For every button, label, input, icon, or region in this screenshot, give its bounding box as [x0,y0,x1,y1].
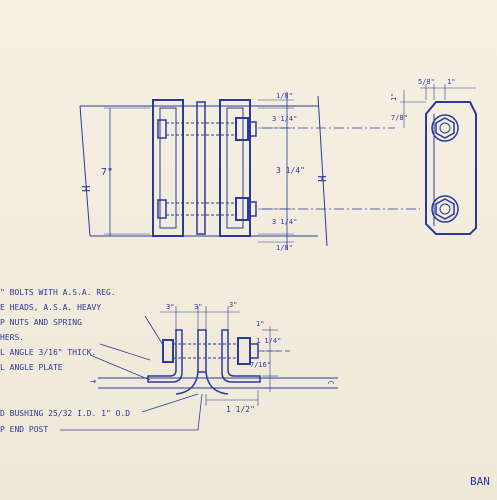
side-dim-left-1: 1" [390,93,398,101]
dim-top-small: 1/8" [276,92,293,100]
section-end-post [197,329,207,373]
note-line-1: " BOLTS WITH A.S.A. REG. [0,288,116,297]
left-plate-inner [159,107,177,229]
dim-seg-c: 3 1/4" [272,218,297,226]
section-bolt-end [249,343,259,359]
dim-seg-b: 3 1/4" [276,166,305,175]
upper-bolt-end [247,121,257,137]
upper-bolt-nut [235,117,249,141]
section-left-angle [147,329,183,383]
note-line-3: P NUTS AND SPRING [0,318,82,327]
section-right-angle [221,329,261,383]
leader-bushing [141,393,199,413]
leader-angle-plate [89,354,151,381]
leader-bolts [144,315,164,346]
lower-bolt-hole [439,203,451,215]
section-dim-c: 3" [229,301,237,309]
section-bolt-head [162,339,174,363]
notes-block: " BOLTS WITH A.S.A. REG. E HEADS, A.S.A.… [0,288,130,434]
right-section-mark: H [316,175,329,182]
left-plate [152,99,184,237]
upper-nut-hex [435,117,455,139]
side-dim-left-2: 7/8" [391,114,408,122]
side-plate-outline [425,101,477,235]
right-plate [219,99,251,237]
dim-bottom-small: 1/8" [276,244,293,252]
top-elevation-view: 7" H 1/8" 3 1/4" 3 1/4" 3 1/4" 1/8" H [79,92,420,252]
section-dim-b: 3" [194,303,202,311]
right-plate-inner [226,107,244,229]
section-post-curve-left [175,371,199,395]
dim-seg-a: 3 1/4" [272,115,297,123]
upper-washer-circle [431,114,459,142]
section-post-curve-right [205,371,229,395]
note-line-8: P END POST [0,425,48,434]
lower-bolt-head [157,199,167,219]
lower-bolt-end [247,201,257,217]
rail-left-edge [79,105,91,237]
section-dim-e: 1 1/4" [256,337,281,345]
note-line-6: L ANGLE PLATE [0,363,63,372]
upper-bolt-hole [439,122,451,134]
lower-nut-hex [435,198,455,220]
note-line-7: D BUSHING 25/32 I.D. 1" O.D [0,409,130,418]
title-fragment: BAN [470,475,490,488]
lower-bolt-nut [235,197,249,221]
note-line-2: E HEADS, A.S.A. HEAVY [0,303,101,312]
dim-7in-label: 7" [101,167,113,178]
center-post [196,101,206,235]
leader-angle [99,343,151,361]
section-right-mark: ⌒ [328,378,334,389]
section-left-arrow: → [90,376,96,387]
section-dim-f: 1 1/2" [226,405,255,414]
section-dim-a: 3" [166,303,174,311]
left-section-mark: H [80,185,93,192]
section-nut [237,337,251,365]
note-line-4: HERS. [0,333,24,342]
upper-bolt-head [157,119,167,139]
section-dim-g: 7/16" [250,361,271,369]
side-dim-top-2: 5/8" [418,78,435,86]
section-view: 3" 3" 3" 1" 1 1/4" 7/16" 1 1/2" → ⌒ [60,301,338,431]
side-dim-top-1: 1" [447,78,455,86]
rail-right-edge [317,95,328,247]
note-line-5: L ANGLE 3/16" THICK. [0,348,96,357]
lower-washer-circle [431,195,459,223]
side-view: 5/8" 1" 1" 7/8" [390,78,477,235]
leader-end-post-v [197,393,203,431]
section-dim-d: 1" [256,320,264,328]
